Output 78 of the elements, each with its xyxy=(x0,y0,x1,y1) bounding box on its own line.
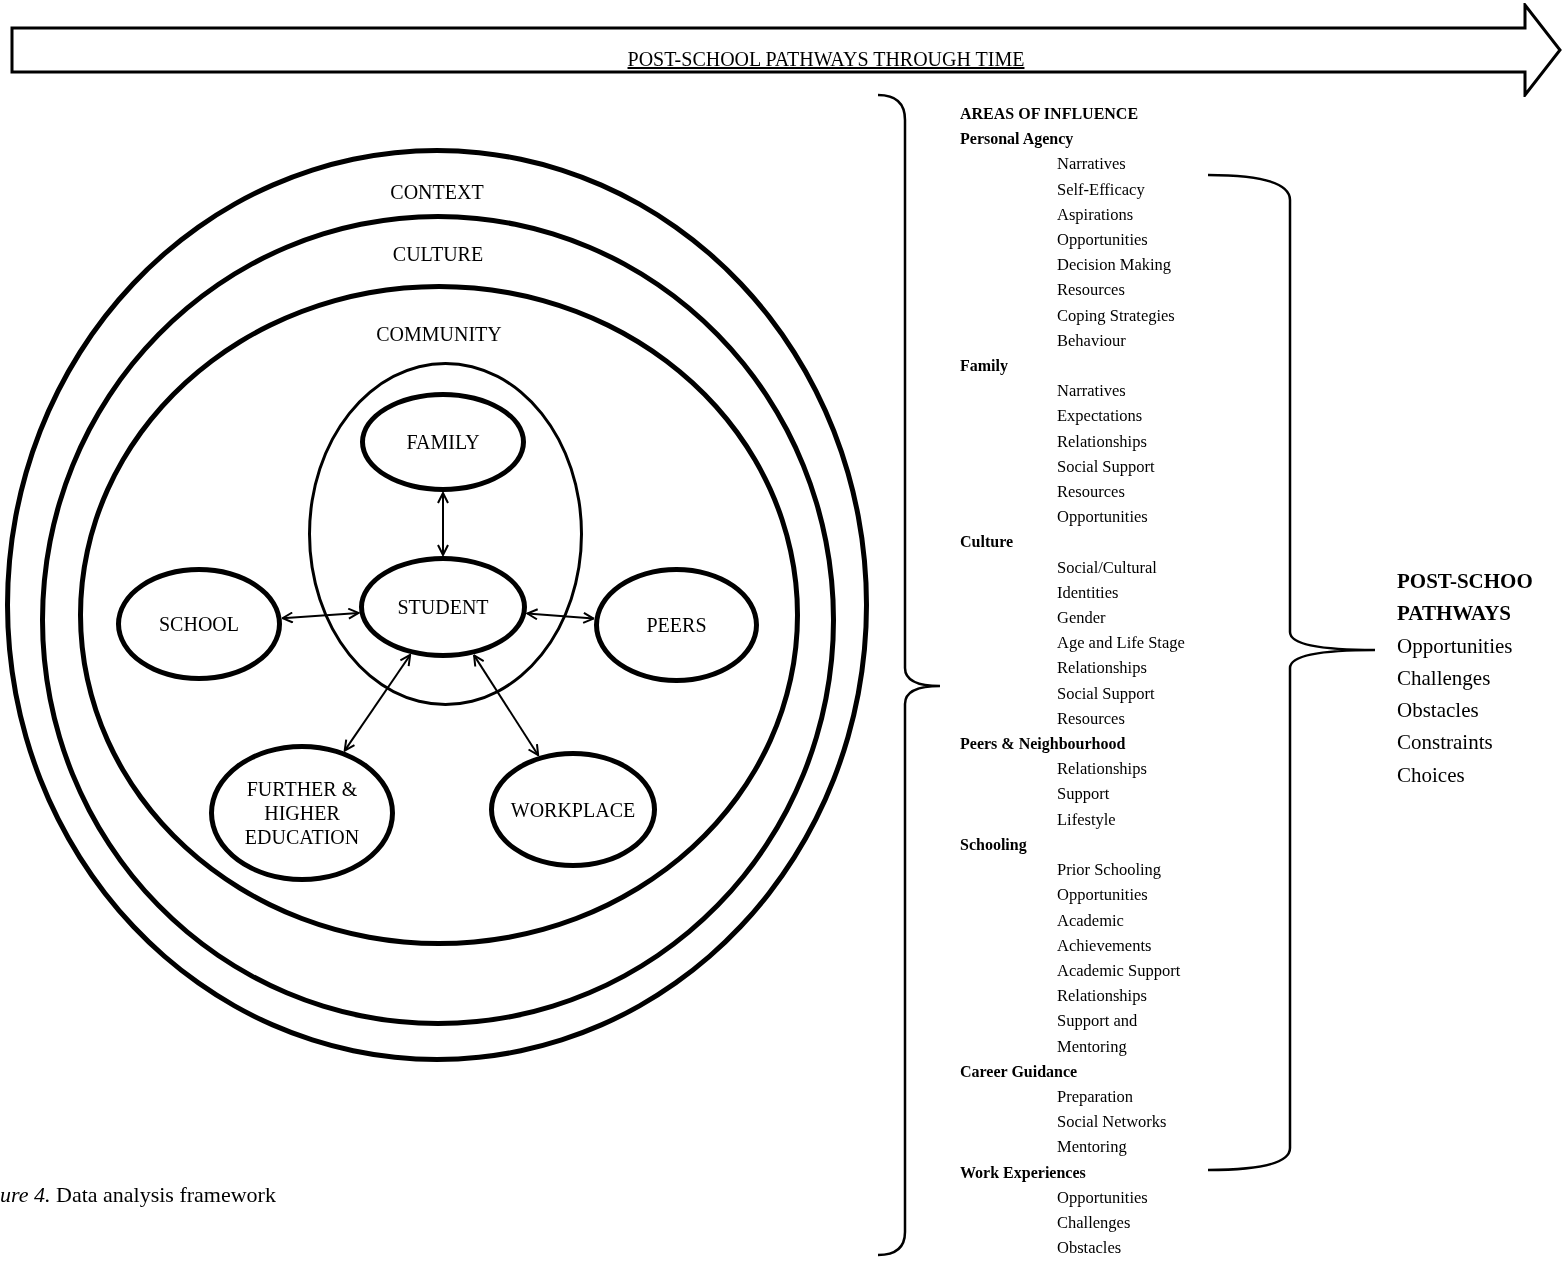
list-item: Social/Cultural xyxy=(1057,556,1158,579)
list-item: Resources xyxy=(1057,707,1126,730)
outcome-item: Choices xyxy=(1397,761,1466,789)
list-item: Gender xyxy=(1057,607,1107,630)
list-item: Relationships xyxy=(1057,430,1148,453)
community-ring xyxy=(78,284,800,946)
ellipse-node xyxy=(209,744,395,882)
node-label: COMMUNITY xyxy=(375,322,503,346)
figure-caption: ure 4. Data analysis framework xyxy=(0,1181,276,1209)
node-label: PEERS xyxy=(646,613,707,637)
category-heading: Personal Agency xyxy=(960,129,1075,150)
list-item: Relationships xyxy=(1057,985,1148,1008)
list-item: Obstacles xyxy=(1057,1237,1123,1260)
outcome-item: Challenges xyxy=(1397,664,1492,692)
list-item: Decision Making xyxy=(1057,254,1173,277)
list-item: Mentoring xyxy=(1057,1136,1128,1159)
ellipse-node xyxy=(594,567,759,683)
list-item: Support xyxy=(1057,783,1111,806)
double-arrow xyxy=(281,607,360,624)
timeline-label: POST-SCHOOL PATHWAYS THROUGH TIME xyxy=(626,47,1026,71)
list-item: Lifestyle xyxy=(1057,808,1117,831)
timeline-arrow xyxy=(10,3,1562,97)
category-heading: Culture xyxy=(960,532,1015,553)
list-item: Behaviour xyxy=(1057,329,1127,352)
list-item: Opportunities xyxy=(1057,506,1149,529)
list-item: Opportunities xyxy=(1057,229,1149,251)
list-item: Preparation xyxy=(1057,1085,1135,1108)
list-item: Narratives xyxy=(1057,380,1127,403)
list-item: Resources xyxy=(1057,279,1126,302)
oval xyxy=(308,362,583,706)
node-label: FAMILY xyxy=(406,430,480,454)
list-item: Self-Efficacy xyxy=(1057,178,1146,201)
node-label: CULTURE xyxy=(391,242,485,266)
ellipse-node xyxy=(116,567,282,681)
list-item: Support and Mentoring xyxy=(1057,1010,1139,1058)
culture-ring xyxy=(40,214,836,1026)
category-heading: AREAS OF INFLUENCE xyxy=(960,104,1140,124)
double-arrow xyxy=(526,608,595,624)
double-arrow xyxy=(437,492,449,556)
context-ring xyxy=(5,148,869,1062)
double-arrow xyxy=(343,653,412,752)
category-heading: Career Guidance xyxy=(960,1061,1079,1082)
list-item: Resources xyxy=(1057,481,1126,504)
ellipse-node xyxy=(489,751,657,868)
list-item: Opportunities xyxy=(1057,1186,1149,1209)
node-label: FURTHER & HIGHER EDUCATION xyxy=(243,777,361,849)
list-item: Aspirations xyxy=(1057,203,1135,226)
list-item: Academic Support xyxy=(1057,959,1182,982)
list-item: Social Networks xyxy=(1057,1111,1168,1134)
outcome-item: Constraints xyxy=(1397,729,1494,757)
list-item: Identities xyxy=(1057,581,1120,604)
node-label: CONTEXT xyxy=(389,180,485,204)
category-heading: Family xyxy=(960,356,1009,377)
list-item: Relationships xyxy=(1057,657,1148,680)
list-item: Expectations xyxy=(1057,405,1144,428)
list-item: Coping Strategies xyxy=(1057,304,1176,327)
ellipse-node xyxy=(360,392,526,492)
node-label: SCHOOL xyxy=(159,612,239,636)
list-item: Narratives xyxy=(1057,153,1127,176)
category-heading: Work Experiences xyxy=(960,1162,1087,1184)
list-item: Social Support xyxy=(1057,455,1156,478)
category-heading: Schooling xyxy=(960,834,1028,856)
outcome-item: Obstacles xyxy=(1397,697,1480,725)
list-item: Relationships xyxy=(1057,758,1148,781)
list-item: Academic Achievements xyxy=(1057,909,1153,957)
outcome-heading: POST-SCHOO xyxy=(1397,568,1533,595)
node-label: STUDENT xyxy=(397,595,489,619)
list-item: Social Support xyxy=(1057,682,1156,705)
category-heading: Peers & Neighbourhood xyxy=(960,734,1127,755)
ellipse-node xyxy=(359,556,527,658)
list-item: Challenges xyxy=(1057,1211,1132,1234)
list-item: Prior Schooling xyxy=(1057,859,1163,882)
list-item: Opportunities xyxy=(1057,884,1149,907)
outcome-item: Opportunities xyxy=(1397,632,1514,660)
outcome-heading: PATHWAYS xyxy=(1397,600,1512,628)
node-label: WORKPLACE xyxy=(510,797,636,822)
double-arrow xyxy=(473,654,540,757)
list-item: Age and Life Stage xyxy=(1057,632,1186,655)
